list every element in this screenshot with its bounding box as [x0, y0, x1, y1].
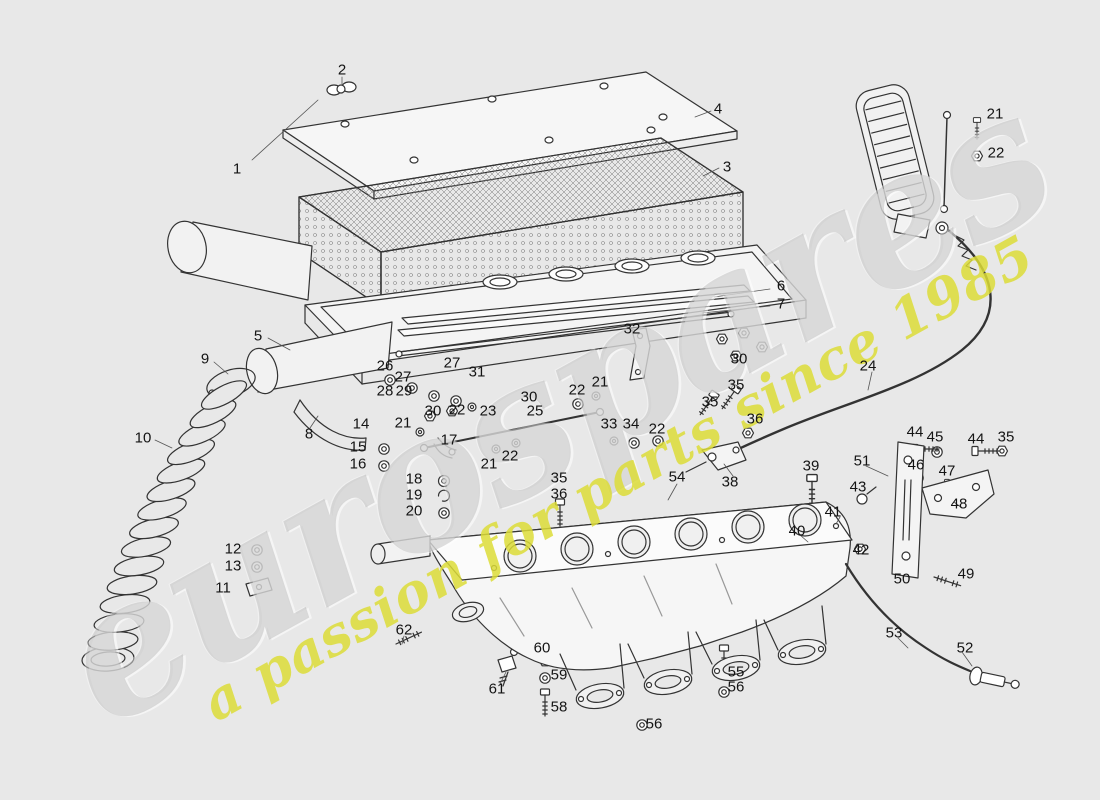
- part-number-29: 29: [395, 382, 413, 400]
- part-number-44: 44: [906, 423, 924, 441]
- part-number-13: 13: [224, 557, 242, 575]
- air-filter-element: [298, 137, 744, 308]
- intake-tube-upper: [167, 220, 313, 301]
- part-number-16: 16: [349, 455, 367, 473]
- part-number-45: 45: [926, 428, 944, 446]
- part-number-19: 19: [405, 486, 423, 504]
- part-number-21: 21: [394, 414, 412, 432]
- part-number-59: 59: [550, 666, 568, 684]
- part-number-26: 26: [376, 357, 394, 375]
- choke-cable: [844, 562, 1020, 689]
- part-number-53: 53: [885, 624, 903, 642]
- part-number-50: 50: [893, 570, 911, 588]
- hardware-fasteners: [245, 117, 1009, 731]
- part-number-22: 22: [648, 420, 666, 438]
- part-number-22: 22: [501, 447, 519, 465]
- part-number-61: 61: [488, 680, 506, 698]
- bracket-strap: [629, 327, 651, 381]
- part-number-28: 28: [376, 382, 394, 400]
- throttle-bellcrank: [685, 441, 747, 473]
- part-number-21: 21: [986, 105, 1004, 123]
- part-number-43: 43: [849, 478, 867, 496]
- part-number-38: 38: [721, 473, 739, 491]
- part-number-27: 27: [394, 368, 412, 386]
- part-number-30: 30: [520, 388, 538, 406]
- wing-nut: [326, 81, 357, 96]
- part-number-42: 42: [852, 541, 870, 559]
- part-number-36: 36: [746, 410, 764, 428]
- linkage-small-parts: [437, 474, 451, 519]
- part-number-1: 1: [232, 160, 242, 178]
- part-number-9: 9: [200, 350, 210, 368]
- part-number-55: 55: [727, 663, 745, 681]
- part-number-48: 48: [950, 495, 968, 513]
- part-number-3: 3: [722, 158, 732, 176]
- linkage-rod-lower: [419, 407, 605, 453]
- part-number-60: 60: [533, 639, 551, 657]
- part-number-17: 17: [440, 431, 458, 449]
- throttle-pedal: [855, 84, 977, 271]
- support-pipe-bracket: [293, 399, 367, 451]
- part-number-22: 22: [448, 401, 466, 419]
- part-number-56: 56: [727, 678, 745, 696]
- part-number-12: 12: [224, 540, 242, 558]
- part-number-33: 33: [600, 415, 618, 433]
- part-number-40: 40: [788, 522, 806, 540]
- part-number-51: 51: [853, 452, 871, 470]
- part-number-21: 21: [480, 455, 498, 473]
- part-number-15: 15: [349, 438, 367, 456]
- part-number-46: 46: [907, 456, 925, 474]
- part-number-30: 30: [730, 350, 748, 368]
- part-number-47: 47: [938, 462, 956, 480]
- part-number-7: 7: [776, 295, 786, 313]
- part-number-21: 21: [591, 373, 609, 391]
- part-number-35: 35: [997, 428, 1015, 446]
- part-number-2: 2: [337, 61, 347, 79]
- intake-tube-lower: [245, 321, 393, 395]
- part-number-24: 24: [859, 357, 877, 375]
- clevis-joint: [433, 437, 457, 459]
- part-number-23: 23: [479, 402, 497, 420]
- flexible-hose: [81, 380, 248, 672]
- part-number-14: 14: [352, 415, 370, 433]
- part-number-18: 18: [405, 470, 423, 488]
- part-number-30: 30: [424, 402, 442, 420]
- part-number-10: 10: [134, 429, 152, 447]
- part-number-35: 35: [550, 469, 568, 487]
- part-number-36: 36: [550, 485, 568, 503]
- part-number-56: 56: [645, 715, 663, 733]
- support-bracket: [891, 441, 995, 579]
- part-number-5: 5: [253, 327, 263, 345]
- part-number-49: 49: [957, 565, 975, 583]
- part-number-4: 4: [713, 100, 723, 118]
- part-number-20: 20: [405, 502, 423, 520]
- part-number-8: 8: [304, 425, 314, 443]
- part-number-52: 52: [956, 639, 974, 657]
- intake-manifold: [370, 501, 853, 710]
- part-number-39: 39: [802, 457, 820, 475]
- part-number-22: 22: [568, 381, 586, 399]
- part-number-34: 34: [622, 415, 640, 433]
- part-number-22: 22: [987, 144, 1005, 162]
- part-number-11: 11: [215, 579, 231, 597]
- gaskets: [397, 284, 755, 337]
- part-number-27: 27: [443, 354, 461, 372]
- part-number-31: 31: [468, 363, 486, 381]
- leader-lines: [154, 76, 973, 685]
- part-number-6: 6: [776, 277, 786, 295]
- part-number-35: 35: [727, 376, 745, 394]
- part-number-35: 35: [701, 393, 719, 411]
- part-number-41: 41: [824, 503, 842, 521]
- part-number-62: 62: [395, 621, 413, 639]
- part-number-44: 44: [967, 430, 985, 448]
- part-number-25: 25: [526, 402, 544, 420]
- part-number-58: 58: [550, 698, 568, 716]
- part-number-54: 54: [668, 468, 686, 486]
- part-number-32: 32: [623, 320, 641, 338]
- linkage-rod-upper: [395, 310, 735, 358]
